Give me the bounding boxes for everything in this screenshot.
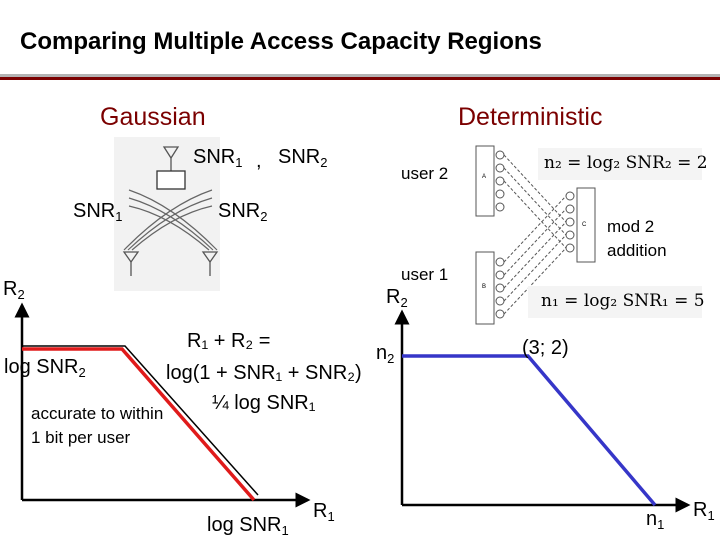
transmitter-box [156, 170, 186, 190]
user1-label: user 1 [401, 265, 449, 284]
right-antenna-icon [201, 251, 219, 276]
gaussian-channel-diagram [114, 137, 220, 291]
snr2-top-label: SNR2 [278, 146, 328, 170]
title-rule-gray [0, 74, 720, 77]
outer-bound-line [22, 345, 259, 496]
user2-transmitter-box [475, 145, 495, 217]
gaussian-y-axis-label: R2 [3, 278, 25, 302]
deterministic-model-diagram [475, 145, 702, 325]
gap-label: ¼ log SNR₁ [212, 392, 316, 414]
accuracy-line1: accurate to within [31, 404, 164, 423]
interference-arcs [123, 189, 218, 251]
deterministic-region-plot [394, 309, 691, 513]
deterministic-heading: Deterministic [458, 103, 603, 131]
n2-equation: n₂ = log₂ SNR₂ = 2 [544, 153, 708, 173]
title-rule-red [0, 77, 720, 80]
user1-levels [495, 257, 505, 319]
n1-equation: n₁ = log₂ SNR₁ = 5 [541, 291, 705, 311]
user1-transmitter-box [475, 251, 495, 325]
box-b-letter: B [482, 284, 487, 290]
corner-point-label: (3; 2) [522, 337, 569, 359]
box-a-letter: A [482, 174, 487, 180]
n1-equation-box [528, 286, 702, 318]
user2-levels [495, 150, 505, 212]
snr1-top-label: SNR1 [193, 146, 243, 170]
deterministic-region-boundary [402, 354, 657, 507]
snr1-left-label: SNR1 [73, 200, 123, 224]
receiver-box [576, 187, 596, 263]
gaussian-x-axis-label: R1 [313, 500, 335, 524]
top-antenna-icon [162, 146, 180, 171]
n2-tick: n2 [376, 342, 395, 366]
box-c-letter: C [582, 222, 587, 228]
gaussian-region-boundary [22, 347, 256, 502]
n1-tick: n1 [646, 508, 665, 532]
slide-title: Comparing Multiple Access Capacity Regio… [20, 28, 542, 55]
deterministic-x-axis-label: R1 [693, 499, 715, 523]
sum-rate-line2: log(1 + SNR₁ + SNR₂) [166, 362, 362, 384]
left-antenna-icon [122, 251, 140, 276]
sum-rate-line1: R₁ + R₂ = [187, 330, 271, 352]
level-links [503, 154, 567, 315]
snr-separator: , [256, 150, 262, 172]
n2-equation-box [538, 148, 702, 180]
log-snr1-tick: log SNR1 [207, 514, 289, 538]
mod-label-line1: mod 2 [607, 217, 655, 236]
log-snr2-tick: log SNR2 [4, 356, 86, 380]
mod-label-line2: addition [607, 241, 667, 260]
deterministic-y-axis-label: R2 [386, 286, 408, 310]
snr2-right-label: SNR2 [218, 200, 268, 224]
gaussian-heading: Gaussian [100, 103, 206, 131]
gaussian-region-plot [14, 302, 311, 508]
receiver-levels [565, 191, 575, 253]
user2-label: user 2 [401, 164, 449, 183]
accuracy-line2: 1 bit per user [31, 428, 131, 447]
